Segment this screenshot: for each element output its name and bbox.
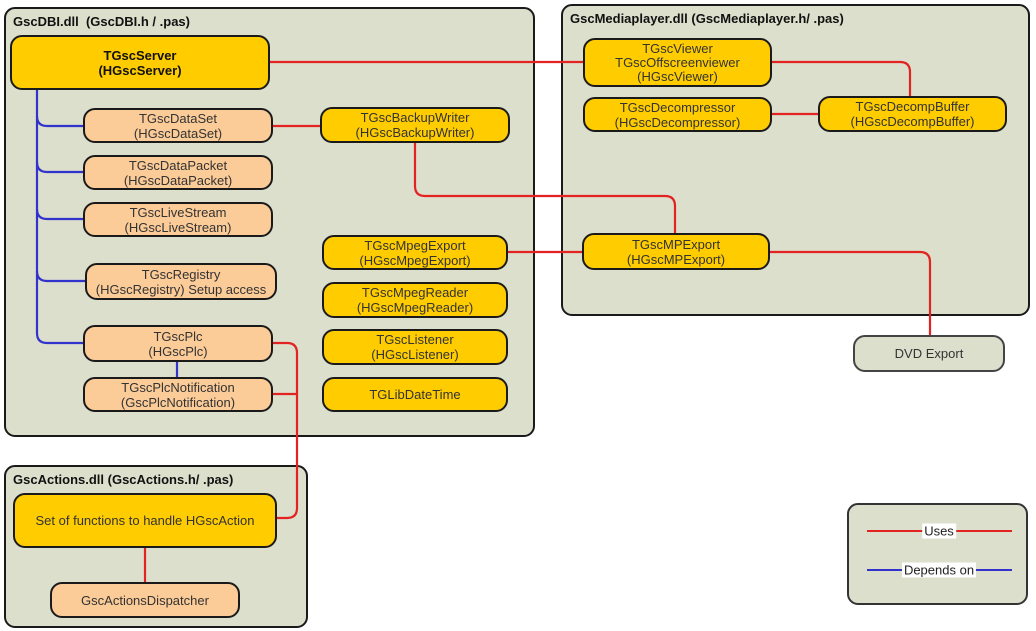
node-label: (GscPlcNotification) [120, 394, 236, 410]
node-label: TGscRegistry [141, 266, 221, 282]
legend-depends-label: Depends on [901, 562, 977, 578]
node-label: (HGscListener) [371, 347, 459, 362]
node-label: DVD Export [894, 346, 964, 361]
node-label: Set of functions to handle HGscAction [35, 513, 255, 528]
node-label: (HGscServer) [98, 62, 182, 78]
node-tgscdecompressor: TGscDecompressor (HGscDecompressor) [583, 97, 772, 132]
legend-box: Uses Depends on [847, 503, 1028, 605]
node-label: (HGscRegistry) Setup access [95, 281, 267, 297]
node-tgscplc: TGscPlc (HGscPlc) [83, 325, 273, 362]
node-label: TGscOffscreenviewer [615, 54, 740, 70]
container-gscdbi-title: GscDBI.dll (GscDBI.h / .pas) [13, 14, 190, 29]
node-label: TGscDecompressor [619, 99, 736, 115]
node-label: GscActionsDispatcher [81, 592, 209, 608]
node-tgsclivestream: TGscLiveStream (HGscLiveStream) [83, 202, 273, 237]
node-label: TGscMpegExport [364, 237, 466, 253]
node-label: TGscDataPacket [128, 157, 228, 173]
node-gscactionsdispatcher: GscActionsDispatcher [50, 582, 240, 618]
node-label: TGscListener [376, 332, 454, 347]
node-tgscplcnotification: TGscPlcNotification (GscPlcNotification) [83, 377, 273, 412]
container-gscmediaplayer-title: GscMediaplayer.dll (GscMediaplayer.h/ .p… [570, 11, 844, 26]
node-tgscmpegexport: TGscMpegExport (HGscMpegExport) [322, 235, 508, 270]
node-tgscbackupwriter: TGscBackupWriter (HGscBackupWriter) [320, 107, 510, 143]
node-tgscmpegreader: TGscMpegReader (HGscMpegReader) [322, 282, 508, 318]
node-label: TGscDecompBuffer [855, 99, 970, 114]
node-label: (HGscMpegExport) [359, 252, 471, 268]
node-label: TGscMPExport [631, 236, 721, 252]
node-tgscdatapacket: TGscDataPacket (HGscDataPacket) [83, 155, 273, 190]
node-label: (HGscPlc) [148, 343, 208, 359]
node-label: (HGscMpegReader) [356, 300, 474, 315]
node-tgscdataset: TGscDataSet (HGscDataSet) [83, 108, 273, 143]
node-label: (HGscMPExport) [626, 251, 726, 267]
node-tgscserver: TGscServer (HGscServer) [10, 35, 270, 90]
node-label: TGscMpegReader [361, 285, 469, 300]
node-tgsclistener: TGscListener (HGscListener) [322, 329, 508, 365]
node-label: (HGscDataPacket) [123, 172, 233, 188]
node-actions-function-set: Set of functions to handle HGscAction [13, 493, 277, 548]
node-label: (HGscLiveStream) [124, 219, 232, 235]
node-label: TGscPlcNotification [121, 379, 235, 395]
node-label: TGscServer [103, 47, 177, 63]
node-label: (HGscViewer) [637, 68, 718, 84]
node-label: (HGscDecompBuffer) [850, 114, 975, 129]
node-label: TGscDataSet [138, 110, 218, 126]
node-tglibdatetime: TGLibDateTime [322, 377, 508, 412]
node-label: TGscViewer [642, 40, 713, 56]
node-tgscregistry: TGscRegistry (HGscRegistry) Setup access [85, 263, 277, 300]
node-tgscviewer: TGscViewer TGscOffscreenviewer (HGscView… [583, 38, 772, 87]
node-label: TGLibDateTime [369, 387, 461, 402]
node-label: TGscBackupWriter [360, 110, 470, 125]
node-label: (HGscBackupWriter) [355, 125, 475, 140]
node-label: (HGscDecompressor) [614, 114, 741, 130]
container-gscactions-title: GscActions.dll (GscActions.h/ .pas) [13, 472, 234, 487]
node-label: TGscLiveStream [129, 204, 227, 220]
node-label: TGscPlc [153, 328, 203, 344]
legend-uses-label: Uses [922, 523, 956, 539]
node-label: (HGscDataSet) [133, 125, 223, 141]
node-tgscmpexport: TGscMPExport (HGscMPExport) [582, 233, 770, 270]
node-tgscdecompbuffer: TGscDecompBuffer (HGscDecompBuffer) [818, 96, 1007, 132]
node-dvd-export: DVD Export [853, 335, 1005, 372]
